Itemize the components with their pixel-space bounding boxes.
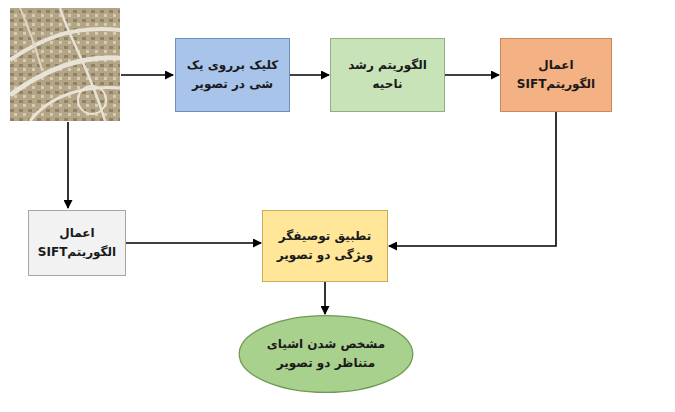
node-label: مشخص شدن اشیای متناظر دو تصویر	[264, 335, 388, 372]
flow-arrow	[445, 74, 499, 76]
node-label: الگوریتم رشد ناحیه	[339, 56, 436, 93]
process-box: کلیک برروی یک شی در تصویر	[175, 38, 290, 112]
photo-arrow	[67, 122, 69, 208]
process-box: الگوریتم رشد ناحیه	[330, 38, 445, 112]
process-box: اعمال الگوریتمSIFT	[28, 210, 126, 276]
process-box: اعمال الگوریتمSIFT	[500, 38, 612, 112]
flow-arrow	[389, 112, 556, 246]
process-box: تطبیق توصیفگر ویژگی دو تصویر	[262, 210, 388, 282]
node-label: کلیک برروی یک شی در تصویر	[184, 56, 281, 93]
flow-arrow	[126, 242, 261, 244]
flow-arrow	[290, 74, 329, 76]
ellipse-outline	[238, 315, 414, 393]
aerial-photo	[10, 8, 120, 121]
photo-arrow	[121, 74, 173, 76]
result-ellipse: مشخص شدن اشیای متناظر دو تصویر	[238, 315, 414, 393]
node-label: اعمال الگوریتمSIFT	[509, 56, 603, 93]
node-label: اعمال الگوریتمSIFT	[37, 224, 117, 261]
node-label: تطبیق توصیفگر ویژگی دو تصویر	[271, 227, 379, 264]
flow-arrow	[324, 282, 326, 314]
